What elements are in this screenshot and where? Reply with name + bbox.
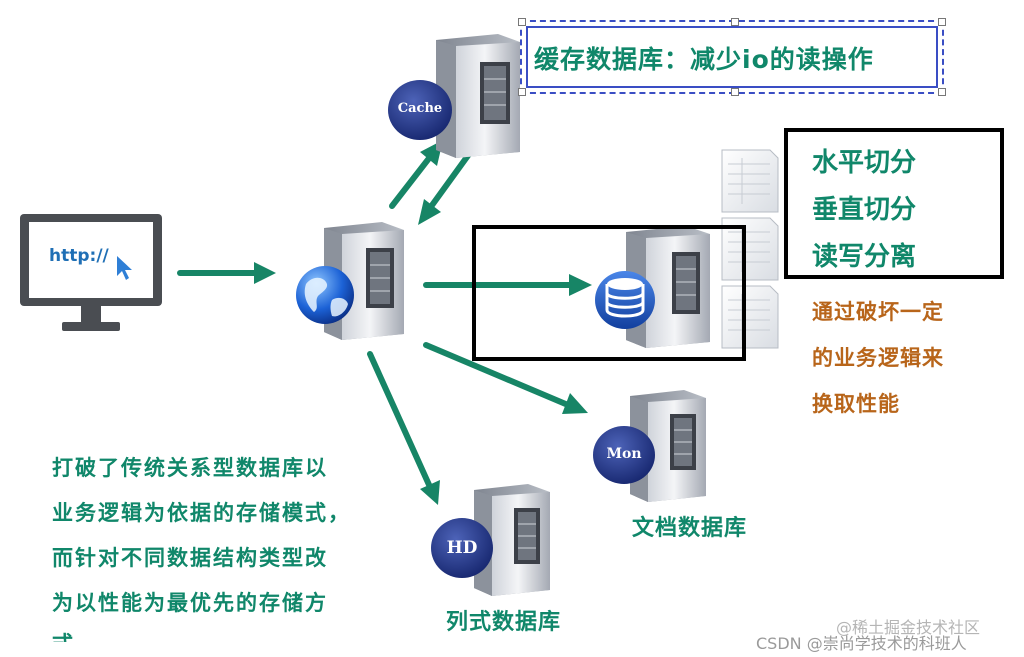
- resize-handle[interactable]: [938, 88, 946, 96]
- cache-note-frame: 缓存数据库：减少io的读操作: [518, 18, 946, 96]
- split-strategy-item: 水平切分: [812, 148, 917, 178]
- resize-handle[interactable]: [938, 18, 946, 26]
- resize-handle[interactable]: [518, 88, 526, 96]
- tradeoff-note-line: 的业务逻辑来: [812, 346, 944, 370]
- flow-arrows: [177, 140, 592, 505]
- cache-badge-label: Cache: [397, 101, 443, 116]
- cache-note-text: 缓存数据库：减少io的读操作: [534, 45, 874, 74]
- url-text: http://: [49, 246, 109, 266]
- data-sheet-icons: [721, 149, 779, 349]
- split-strategy-item: 读写分离: [812, 242, 917, 272]
- resize-handle[interactable]: [731, 88, 739, 96]
- resize-handle[interactable]: [731, 18, 739, 26]
- column-db-server-icon: [474, 484, 550, 596]
- juejin-watermark: @稀土掘金技术社区: [836, 618, 981, 637]
- tradeoff-note-line: 换取性能: [812, 392, 900, 416]
- document-db-server-icon: [630, 390, 706, 502]
- mongo-badge-icon: [593, 426, 655, 484]
- mongo-badge-label: Mon: [606, 446, 642, 462]
- relational-db-highlight-frame: [472, 225, 746, 361]
- nosql-description-line: 式: [52, 628, 75, 642]
- hbase-badge-label: HD: [446, 538, 478, 558]
- document-db-label: 文档数据库: [632, 516, 748, 541]
- tradeoff-note-line: 通过破坏一定: [812, 300, 944, 324]
- hbase-badge-icon: [431, 518, 493, 578]
- nosql-description-line: 而针对不同数据结构类型改: [52, 546, 328, 570]
- cache-note-inner-frame: [526, 26, 938, 88]
- cache-badge-icon: [388, 80, 452, 140]
- split-strategies-box: 水平切分 垂直切分 读写分离: [784, 128, 1004, 279]
- cache-server-icon: [436, 34, 520, 158]
- csdn-watermark: CSDN @崇尚学技术的科班人: [756, 634, 967, 653]
- nosql-description-line: 打破了传统关系型数据库以: [52, 456, 328, 480]
- client-monitor-icon: [20, 214, 162, 331]
- nosql-description-line: 为以性能为最优先的存储方: [52, 591, 328, 615]
- column-db-label: 列式数据库: [446, 610, 562, 635]
- split-strategy-item: 垂直切分: [812, 195, 917, 225]
- resize-handle[interactable]: [518, 18, 526, 26]
- globe-icon: [296, 266, 354, 324]
- nosql-description-line: 业务逻辑为依据的存储模式，: [52, 501, 351, 525]
- database-icon: [595, 271, 655, 329]
